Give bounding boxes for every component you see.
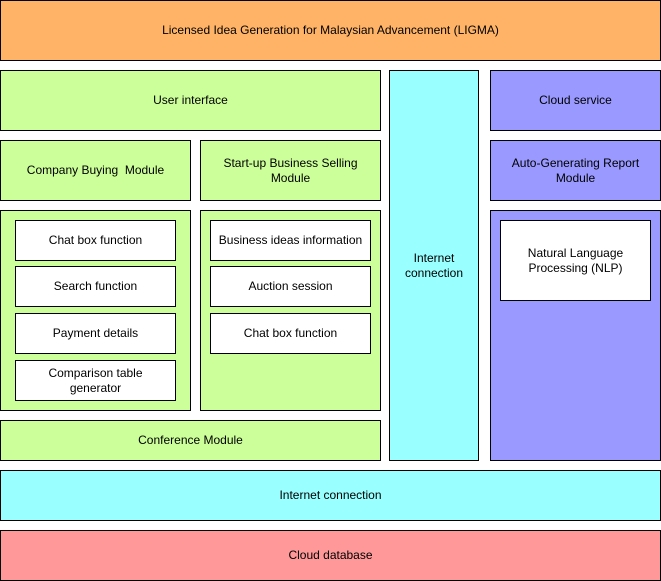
auction-session-label: Auction session	[248, 279, 333, 293]
title-text: Licensed Idea Generation for Malaysian A…	[162, 23, 499, 37]
startup-chat-box-label: Chat box function	[243, 326, 338, 340]
internet-connection-vertical: Internet connection	[389, 70, 479, 461]
company-buying-module-label: Company Buying Module	[26, 163, 165, 177]
internet-connection-bottom-label: Internet connection	[279, 488, 382, 502]
startup-selling-module-label: Start-up Business Selling Module	[223, 155, 358, 185]
auction-session: Auction session	[210, 266, 371, 307]
comparison-table-generator: Comparison table generator	[15, 360, 176, 401]
user-interface-label: User interface	[153, 93, 228, 107]
business-ideas-information: Business ideas information	[210, 220, 371, 261]
search-function: Search function	[15, 266, 176, 307]
report-module-label: Auto-Generating Report Module	[511, 155, 640, 185]
search-function-label: Search function	[53, 279, 138, 293]
conference-module: Conference Module	[0, 420, 381, 461]
nlp-block: Natural Language Processing (NLP)	[500, 220, 651, 301]
internet-connection-vertical-label: Internet connection	[404, 250, 464, 280]
company-chat-box-function: Chat box function	[15, 220, 176, 261]
report-module-header: Auto-Generating Report Module	[490, 140, 661, 201]
cloud-database-block: Cloud database	[0, 530, 661, 581]
startup-selling-module-header: Start-up Business Selling Module	[200, 140, 381, 201]
payment-details-label: Payment details	[52, 326, 139, 340]
company-chat-box-label: Chat box function	[48, 233, 143, 247]
internet-connection-bottom: Internet connection	[0, 470, 661, 521]
comparison-table-generator-label: Comparison table generator	[48, 365, 143, 395]
payment-details: Payment details	[15, 313, 176, 354]
startup-chat-box-function: Chat box function	[210, 313, 371, 354]
user-interface-block: User interface	[0, 70, 381, 131]
nlp-label: Natural Language Processing (NLP)	[527, 245, 624, 275]
company-buying-module-header: Company Buying Module	[0, 140, 191, 201]
business-ideas-information-label: Business ideas information	[218, 233, 363, 247]
cloud-service-label: Cloud service	[539, 93, 612, 107]
cloud-database-label: Cloud database	[288, 548, 373, 562]
title-banner: Licensed Idea Generation for Malaysian A…	[0, 0, 661, 61]
conference-module-label: Conference Module	[138, 433, 243, 447]
cloud-service-block: Cloud service	[490, 70, 661, 131]
